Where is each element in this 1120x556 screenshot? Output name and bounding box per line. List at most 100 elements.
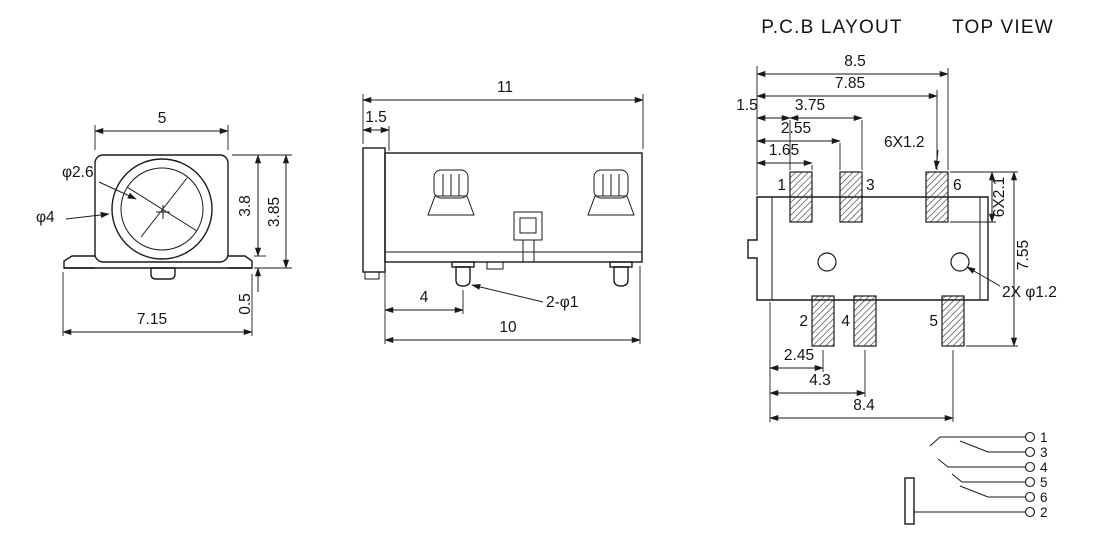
dim-side-pin-spec: 2-φ1 [546,294,578,311]
pad-6 [925,171,949,223]
dim-front-height-total: 3.85 [266,197,283,227]
front-view-dimensions: 5 φ2.6 φ4 3.8 0.5 3.85 7.15 [36,110,292,336]
side-pin-right [613,266,629,287]
side-bottom-tab [486,261,504,270]
terminal-4 [1024,461,1036,473]
dim-front-flange-thickness: 0.5 [237,293,254,315]
wire-pin-4 [937,458,1025,468]
dim-pcb-pad-size: 6X1.2 [884,134,925,151]
dim-pcb-2-45: 2.45 [784,347,814,364]
front-view-body [63,154,253,280]
dim-pcb-8-5: 8.5 [844,53,866,70]
pad-2 [811,295,835,347]
dim-pcb-hole-spec: 2X φ1.2 [1002,284,1057,301]
pin-label-6: 6 [1040,490,1048,505]
pcb-hole-right [950,252,970,272]
wire-pin-3 [959,440,1025,453]
pcb-pads [789,171,965,347]
side-contact-left [433,169,469,199]
dim-pcb-4-3: 4.3 [809,372,831,389]
sleeve-contact [904,477,915,525]
dim-side-body-length: 10 [499,319,517,336]
wire-pin-5 [951,473,1025,483]
terminal-5 [1024,476,1036,488]
title-pcb-layout: P.C.B LAYOUT [761,17,902,38]
terminal-2 [1024,506,1036,518]
dim-front-dia-inner: φ2.6 [62,164,94,181]
leader-dia-outer [65,211,110,220]
pad-5 [941,295,965,347]
side-switch-stem [522,239,535,263]
dim-pcb-7-85: 7.85 [835,75,865,92]
dim-pcb-1-5: 1.5 [736,97,758,114]
side-cap-foot [364,271,380,280]
dim-pcb-7-55: 7.55 [1015,240,1032,270]
dim-pcb-pad-height: 6X2.1 [991,177,1008,218]
pin-label-3: 3 [1040,445,1048,460]
pad-4 [853,295,877,347]
terminal-1 [1024,431,1036,443]
pin-label-2: 2 [1040,505,1048,520]
pcb-outline [747,196,989,301]
pad-label-3: 3 [866,177,875,194]
pcb-top-view: 1 3 6 2 4 5 8.5 7.85 1.5 3.75 2.55 [736,53,1057,422]
dim-pcb-8-4: 8.4 [853,397,875,414]
side-switch-block [513,211,543,241]
side-switch-inner [519,217,537,234]
side-contact-left-base [427,195,475,216]
side-view-body [362,147,643,287]
side-contact-right-base [587,195,635,216]
front-contact-line [126,186,198,232]
pad-label-6: 6 [953,177,962,194]
pad-label-4: 4 [841,313,850,330]
dim-front-width-top: 5 [158,110,167,127]
front-housing [94,154,229,263]
leader-dia-inner [98,181,137,200]
pin-label-4: 4 [1040,460,1048,475]
schematic: 1 3 4 5 6 2 [904,430,1048,525]
wire-pin-1 [929,436,1025,447]
dim-front-dia-outer: φ4 [36,209,55,226]
side-view: 11 1.5 4 2-φ1 10 [362,79,644,344]
side-housing [384,152,643,263]
front-right-lug [228,255,253,269]
side-pin-left-collar [451,261,475,268]
pad-label-2: 2 [799,313,808,330]
pcb-pad-labels: 1 3 6 2 4 5 [777,177,961,330]
front-barrel-outer [111,158,213,260]
pad-3 [839,171,863,223]
leader-hole-spec [966,266,1001,287]
dim-pcb-1-65: 1.65 [769,142,799,159]
pad-label-1: 1 [777,177,786,194]
side-contact-right [593,169,629,199]
leader-pad-size [933,149,940,170]
front-view: 5 φ2.6 φ4 3.8 0.5 3.85 7.15 [36,110,292,336]
pin-label-5: 5 [1040,475,1048,490]
wire-pin-6 [959,485,1025,498]
front-barrel-inner [120,167,204,251]
dim-front-width-bottom: 7.15 [137,311,167,328]
front-contact-line [140,177,188,238]
schematic-wiring [914,436,1025,513]
terminal-3 [1024,446,1036,458]
terminal-6 [1024,491,1036,503]
side-pin-right-collar [609,261,633,268]
dim-pcb-3-75: 3.75 [795,97,825,114]
dim-side-length-total: 11 [497,79,513,96]
front-center-pin [150,267,176,280]
dim-pcb-2-55: 2.55 [781,120,811,137]
schematic-terminals: 1 3 4 5 6 2 [1024,430,1048,520]
pad-1 [789,171,813,223]
side-pin-left [455,266,471,287]
pcb-body-outline [747,196,989,301]
dim-front-height-body: 3.8 [237,195,254,217]
pcb-hole-left [817,252,837,272]
dim-side-pin-offset: 4 [420,289,429,306]
pad-label-5: 5 [929,313,938,330]
leader-pin-spec [471,283,544,303]
side-front-cap [362,147,386,273]
front-left-lug [63,255,95,269]
title-top-view: TOP VIEW [952,17,1054,38]
pcb-dimensions: 8.5 7.85 1.5 3.75 2.55 1.65 6X1.2 6X2.1 [736,53,1057,422]
